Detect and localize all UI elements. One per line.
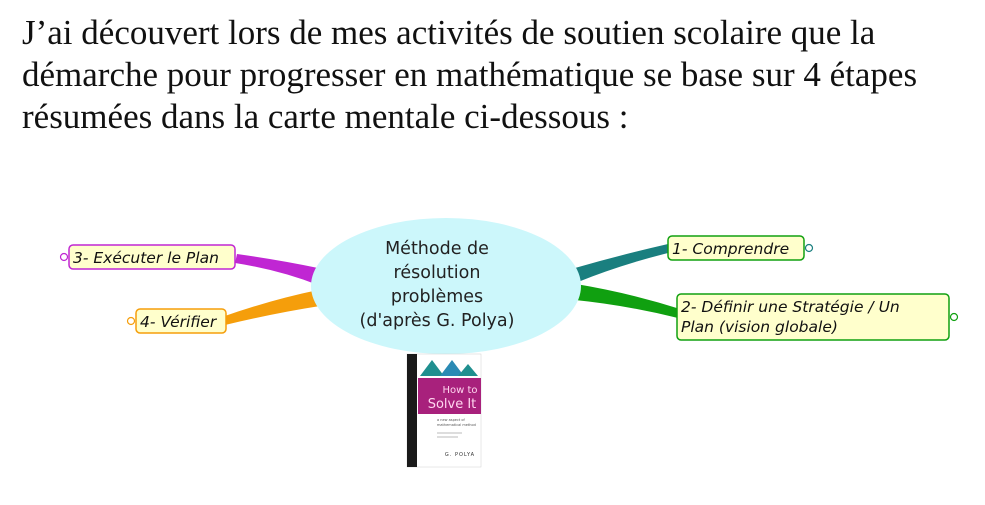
book-triangle-decor-3 [458,364,478,376]
book-subtitle-line-1: a new aspect of [437,418,465,422]
node-step2-line-1: 2- Définir une Stratégie / Un [681,298,900,316]
central-node-line-3: problèmes [391,287,483,307]
node-step4[interactable]: 4- Vérifier [126,308,227,334]
central-node-line-4: (d'après G. Polya) [360,311,515,331]
central-node-line-1: Méthode de [385,239,489,259]
branch-connector-step3 [235,254,318,285]
node-step1-label: 1- Comprendre [672,240,789,258]
intro-line-1: J’ai découvert lors de mes activités de … [22,13,876,52]
node-step2-line-2: Plan (vision globale) [681,318,838,336]
node-step2-handle[interactable] [949,312,959,322]
branch-connector-step4 [222,290,320,325]
book-triangle-decor [420,360,444,376]
book-title-line-1: How to [442,385,477,396]
central-node[interactable] [311,218,581,354]
node-step1[interactable]: 1- Comprendre [667,235,814,261]
book-cover-image: How to Solve It a new aspect of mathemat… [406,353,482,468]
node-step3-handle[interactable] [59,252,69,262]
node-step4-handle[interactable] [126,316,136,326]
book-spine [407,354,417,467]
book-title-line-2: Solve It [428,397,477,412]
branch-connector-step1 [575,244,668,282]
book-author: G. POLYA [445,452,475,458]
branch-connector-step2 [575,284,680,318]
node-step3-label: 3- Exécuter le Plan [73,249,219,267]
intro-paragraph: J’ai découvert lors de mes activités de … [22,12,972,138]
book-triangle-decor-2 [440,360,464,376]
node-step2[interactable]: 2- Définir une Stratégie / Un Plan (visi… [676,293,959,341]
book-subtitle-line-2: mathematical method [437,423,476,427]
book-title-band [418,378,481,414]
intro-line-2: démarche pour progresser en mathématique… [22,55,918,94]
node-step1-handle[interactable] [804,243,814,253]
intro-line-3: résumées dans la carte mentale ci-dessou… [22,97,629,136]
node-step3[interactable]: 3- Exécuter le Plan [59,244,236,270]
node-step4-label: 4- Vérifier [140,313,218,331]
central-node-line-2: résolution [394,263,481,283]
